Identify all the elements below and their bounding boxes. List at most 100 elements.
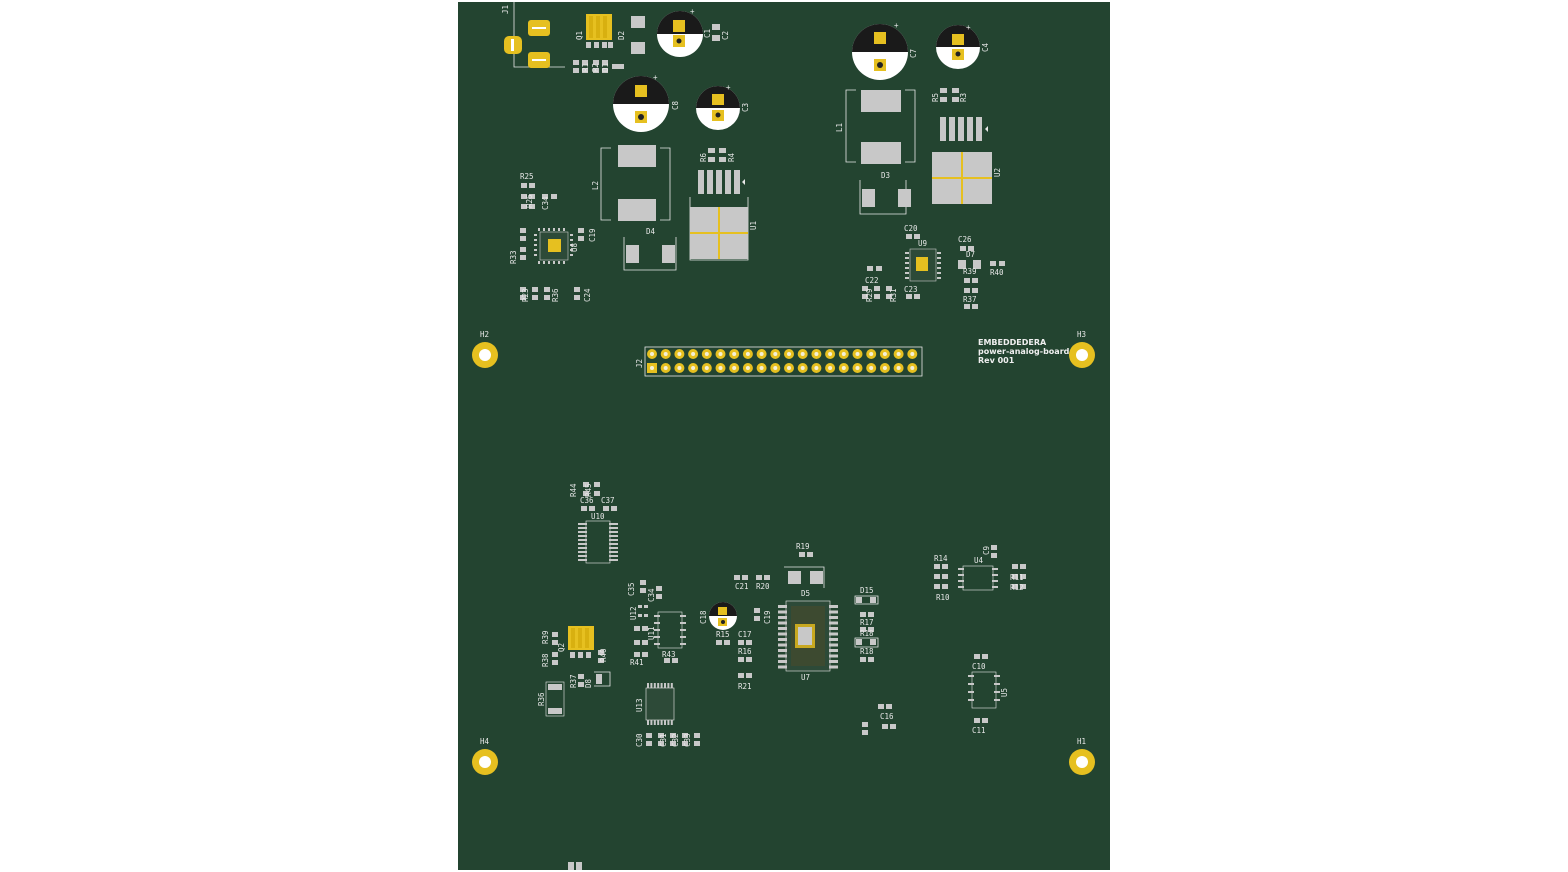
diode-label: D15 [860,586,874,595]
ic-u8: U8 [534,228,579,264]
regulator-u1: U1 [689,170,758,261]
ic-label: U12 [629,606,638,620]
resistor-label: R11 [1010,573,1024,582]
capacitor-label: C20 [904,224,918,233]
brand-text: EMBEDDEDERA [978,338,1047,347]
diode-d5: D5 [784,566,825,598]
svg-text:+: + [894,21,899,30]
inductor-label: L2 [591,181,600,190]
ic-label: U13 [635,698,644,712]
capacitor-label: C9 [982,546,991,555]
capacitor-label: C7 [909,49,918,58]
connector-j1: J1 [501,2,565,68]
capacitor-label: C8 [671,100,680,110]
ic-label: U11 [647,626,656,640]
capacitor-label: C16 [880,712,894,721]
resistor-label: R1 [581,63,590,72]
capacitor-label: C17 [738,630,752,639]
capacitor-label: C30 [635,733,644,747]
diode-label: D4 [646,227,656,236]
transistor-q1: Q1 [575,14,613,48]
ic-u10: U10 [578,512,618,564]
ic-label: U5 [1000,688,1009,697]
resistor-label: R25 [520,172,534,181]
resistor-label: R40 [599,648,608,662]
ic-label: U10 [591,512,605,521]
capacitor-label: C32 [671,733,680,747]
ic-label: U4 [974,556,984,565]
svg-text:+: + [726,83,731,92]
resistor-label: R43 [662,650,676,659]
resistor-label: R15 [716,630,730,639]
mounting-hole-h2: H2 [472,330,498,368]
resistor-label: R23 [521,288,530,302]
ic-u13: U13 [635,683,675,725]
ic-u11: U11 [647,611,686,649]
capacitor-label: C24 [583,288,592,302]
capacitor-label: C2 [721,31,730,40]
connector-label: J2 [635,359,644,368]
diode-label: D8 [584,678,593,688]
resistor-label: R6 [699,152,708,162]
capacitor-label: C37 [601,496,615,505]
capacitor-label: C10 [972,662,986,671]
capacitor-label: C18 [699,610,708,624]
pcb-layout: H2 H3 H4 H1 J1 Q1 D2 [472,2,1095,870]
resistor-label: R18 [860,647,874,656]
capacitor-c1: + C1 [657,7,712,57]
capacitor-c3: + C3 [696,83,750,130]
ic-u7: U7 [778,600,838,682]
capacitor-label: C26 [958,235,972,244]
diode-label: D7 [966,250,975,259]
capacitor-label: C22 [865,276,879,285]
capacitor-c7: + C7 [852,21,918,80]
capacitor-label: C34 [647,588,656,602]
resistor-label: R37 [569,674,578,688]
resistor-label: R14 [934,554,948,563]
resistor-label: R4 [727,152,736,162]
resistor-label: R39 [541,630,550,644]
capacitor-label: C35 [627,582,636,596]
resistor-label: R21 [738,682,752,691]
diode-d3: D3 [859,171,911,215]
diode-label: D1 [601,63,610,72]
svg-text:+: + [966,23,971,32]
resistor-label: R29 [865,288,874,302]
mounting-hole-h3: H3 [1069,330,1095,368]
ic-label: U7 [801,673,810,682]
regulator-label: U2 [993,168,1002,177]
svg-text:+: + [653,73,658,82]
mounting-hole-label: H1 [1077,737,1086,746]
mounting-hole-label: H3 [1077,330,1086,339]
transistor-label: Q2 [557,643,566,652]
mounting-hole-h1: H1 [1069,737,1095,775]
ic-label: U8 [570,242,579,252]
capacitor-label: C19 [763,610,772,624]
diode-label: D3 [881,171,890,180]
resistor-label: R18 [860,629,874,638]
resistor-label: R45 [584,483,593,497]
ic-u5: U5 [968,671,1009,709]
capacitor-label: C34 [541,196,550,210]
connector-j2: J2 [635,346,923,377]
resistor-label: R33 [509,250,518,264]
resistor-label: R40 [990,268,1004,277]
resistor-label: R17 [860,618,874,627]
board-info: EMBEDDEDERA power-analog-board Rev 001 [978,338,1070,365]
pcb-board: H2 H3 H4 H1 J1 Q1 D2 [458,2,1110,870]
inductor-l1: L1 [835,89,916,164]
diode-d4: D4 [623,227,677,271]
capacitor-label: C23 [904,285,918,294]
ic-label: U9 [918,239,927,248]
resistor-label: R38 [541,653,550,667]
capacitor-label: C4 [981,42,990,52]
svg-text:+: + [690,7,695,16]
resistor-label: R2 [591,63,600,72]
resistor-label: R36 [537,692,546,706]
capacitor-c18: C18 [699,602,737,630]
capacitor-c4: + C4 [936,23,990,69]
inductor-label: L1 [835,123,844,132]
regulator-u2: U2 [932,117,1002,204]
resistor-label: R19 [796,542,810,551]
regulator-label: U1 [749,221,758,230]
